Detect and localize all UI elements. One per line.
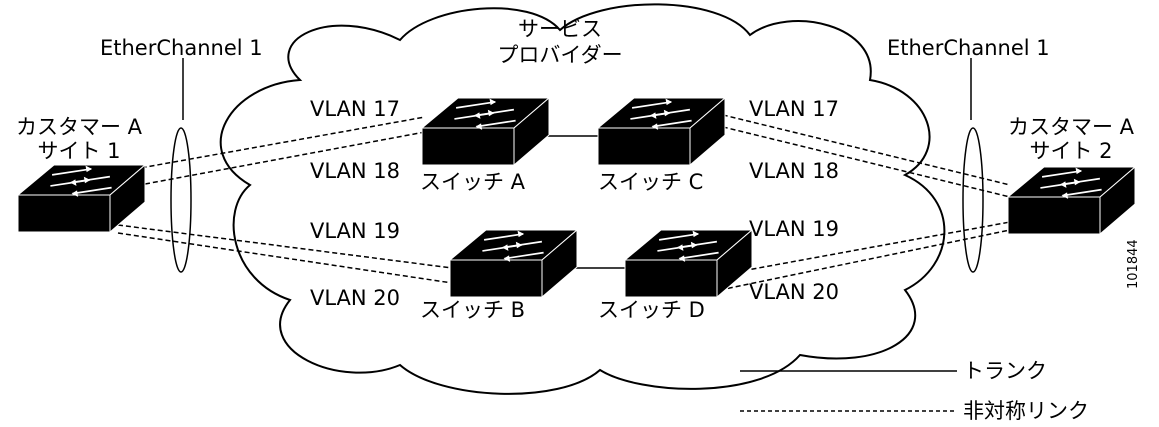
- switch-b-label: スイッチ B: [420, 298, 526, 322]
- asymmetric-links-right: [714, 112, 1011, 291]
- vlan-17-left: VLAN 17: [310, 97, 401, 121]
- customer-right-line2: サイト 2: [1029, 139, 1113, 163]
- vlan-20-left: VLAN 20: [310, 286, 401, 310]
- vlan-18-right: VLAN 18: [749, 159, 840, 183]
- customer-switch-left: [16, 163, 147, 234]
- etherchannel-right-label: EtherChannel 1: [887, 36, 1050, 60]
- switch-c-label: スイッチ C: [598, 170, 704, 194]
- customer-switch-right: [1006, 165, 1137, 236]
- service-provider-cloud: [219, 3, 946, 395]
- vlan-18-left: VLAN 18: [310, 159, 401, 183]
- customer-left-line1: カスタマー A: [15, 115, 143, 139]
- vlan-20-right: VLAN 20: [749, 280, 840, 304]
- etherchannel-left-label: EtherChannel 1: [100, 36, 263, 60]
- vlan-17-right: VLAN 17: [749, 97, 840, 121]
- switch-d-label: スイッチ D: [598, 298, 705, 322]
- asymmetric-links-left: [117, 116, 453, 284]
- figure-id: 101844: [1126, 239, 1141, 289]
- vlan-19-right: VLAN 19: [749, 217, 840, 241]
- legend-trunk-label: トランク: [963, 359, 1047, 383]
- switch-a-icon: [420, 96, 551, 167]
- customer-left-line2: サイト 1: [37, 139, 121, 163]
- switch-d-icon: [623, 228, 754, 299]
- vlan-19-left: VLAN 19: [310, 219, 401, 243]
- switch-c-icon: [596, 96, 727, 167]
- customer-right-line1: カスタマー A: [1007, 115, 1135, 139]
- legend-asymmetric-label: 非対称リンク: [963, 399, 1089, 423]
- cloud-label-line1: サービス: [518, 17, 602, 41]
- etherchannel-right-bundle: [962, 58, 984, 273]
- switch-b-icon: [448, 228, 579, 299]
- cloud-label-line2: プロバイダー: [497, 43, 623, 67]
- switch-a-label: スイッチ A: [420, 170, 526, 194]
- etherchannel-left-bundle: [170, 58, 192, 273]
